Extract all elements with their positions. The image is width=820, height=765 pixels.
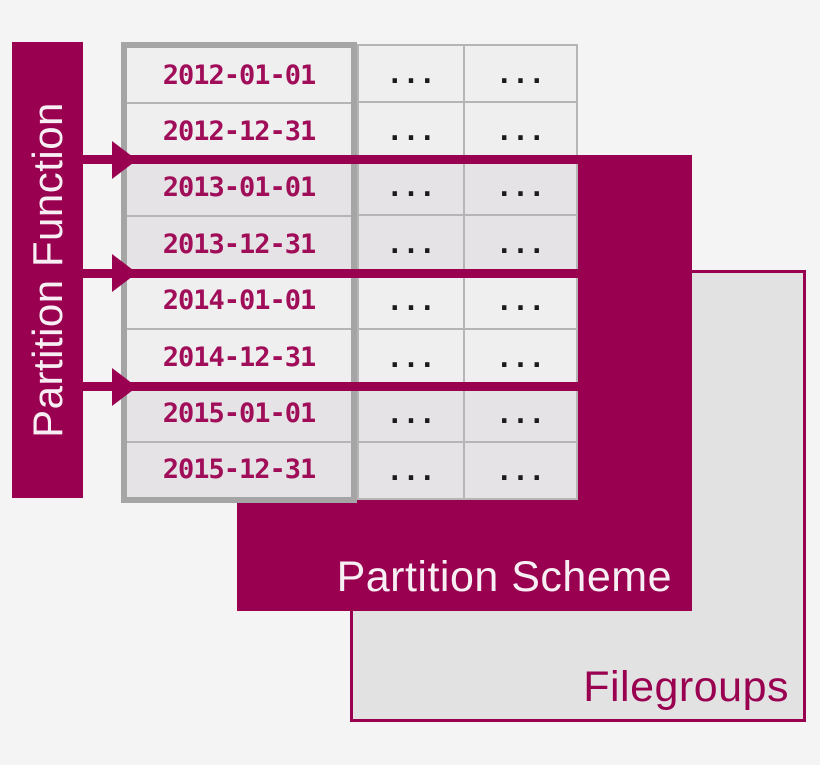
- arrow-right-icon: [112, 367, 137, 406]
- table-cell-ellipsis: ...: [359, 159, 463, 215]
- table-cell-boundary-date: 2015-12-31: [127, 442, 351, 497]
- table-cell-ellipsis: ...: [359, 46, 463, 101]
- table-cell-ellipsis: ...: [465, 386, 576, 442]
- table-cell-ellipsis: ...: [465, 102, 576, 158]
- partition-scheme-label: Partition Scheme: [336, 552, 672, 601]
- table-cell-ellipsis: ...: [465, 216, 576, 271]
- table-cell-ellipsis: ...: [465, 273, 576, 328]
- table-cell-ellipsis: ...: [359, 273, 463, 328]
- table-cell-boundary-date: 2013-12-31: [127, 217, 351, 272]
- table-cell-ellipsis: ...: [465, 329, 576, 385]
- table-cell-boundary-date: 2012-01-01: [127, 48, 351, 103]
- table-cell-boundary-date: 2013-01-01: [127, 160, 351, 216]
- table-cell-ellipsis: ...: [359, 216, 463, 271]
- table-cell-ellipsis: ...: [359, 102, 463, 158]
- arrow-right-icon: [112, 140, 137, 179]
- table-cell-ellipsis: ...: [465, 46, 576, 101]
- table-cell-boundary-date: 2014-12-31: [127, 329, 351, 385]
- arrow-right-icon: [112, 254, 137, 292]
- partition-boundary-line: [82, 268, 578, 278]
- partition-function-bar: Partition Function: [12, 42, 83, 498]
- partition-boundary-line: [82, 155, 578, 164]
- table-cell-ellipsis: ...: [359, 443, 463, 498]
- partition-function-label: Partition Function: [23, 102, 71, 438]
- table-cell-ellipsis: ...: [465, 159, 576, 215]
- table-cell-ellipsis: ...: [359, 329, 463, 385]
- table-cell-boundary-date: 2015-01-01: [127, 386, 351, 441]
- table-cell-boundary-date: 2012-12-31: [127, 104, 351, 159]
- table-cell-boundary-date: 2014-01-01: [127, 273, 351, 328]
- partition-boundary-line: [82, 382, 578, 391]
- filegroups-label: Filegroups: [583, 662, 789, 711]
- table-cell-ellipsis: ...: [465, 443, 576, 498]
- table-cell-ellipsis: ...: [359, 386, 463, 442]
